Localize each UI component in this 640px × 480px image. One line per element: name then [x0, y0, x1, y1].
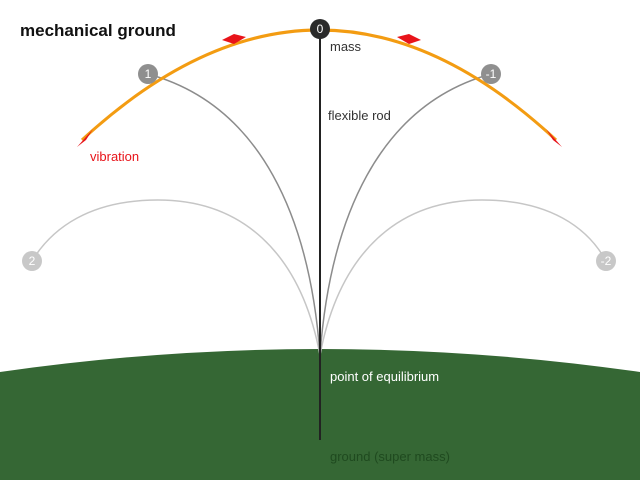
- vibration-arrow-left-mid: [222, 34, 246, 44]
- rod-position-minus-2: [319, 199, 607, 356]
- node-right-2-label: -2: [601, 254, 612, 268]
- node-left-1: 1: [138, 64, 158, 84]
- mass-label: mass: [330, 39, 362, 54]
- equilibrium-label: point of equilibrium: [330, 369, 439, 384]
- flexible-rod-label: flexible rod: [328, 108, 391, 123]
- vibration-label: vibration: [90, 149, 139, 164]
- vibration-arrow-right-mid: [397, 34, 421, 44]
- node-left-2-label: 2: [29, 254, 36, 268]
- node-left-2: 2: [22, 251, 42, 271]
- diagram-title: mechanical ground: [20, 21, 176, 40]
- node-right-1: -1: [481, 64, 501, 84]
- vibration-arrow-right-end: [546, 129, 562, 147]
- vibration-arrow-left-end: [77, 129, 93, 147]
- node-center: 0: [310, 19, 330, 39]
- node-right-2: -2: [596, 251, 616, 271]
- node-center-label: 0: [317, 22, 324, 36]
- node-right-1-label: -1: [486, 67, 497, 81]
- node-left-1-label: 1: [145, 67, 152, 81]
- rod-position-minus-1: [319, 73, 492, 356]
- rod-position-2: [31, 199, 321, 356]
- rod-position-1: [147, 73, 321, 356]
- ground-label: ground (super mass): [330, 449, 450, 464]
